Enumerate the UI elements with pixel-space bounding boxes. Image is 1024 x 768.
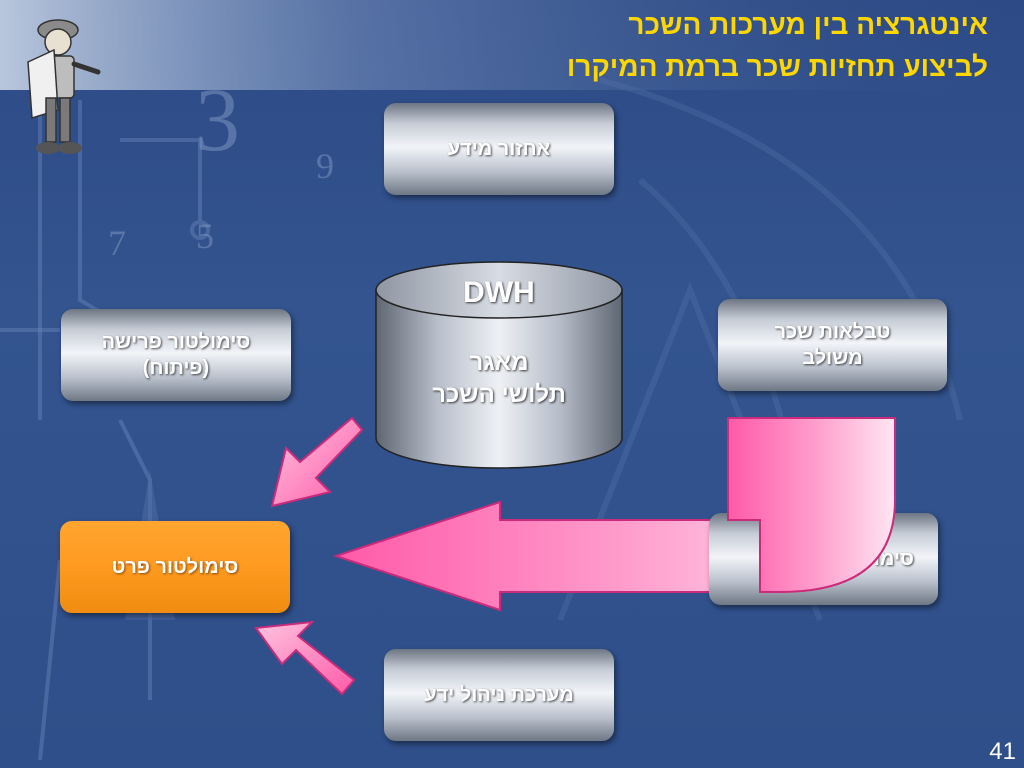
node-detail-simulator-label: סימולטור פרט xyxy=(111,556,239,578)
dwh-line-1: מאגר xyxy=(469,349,529,376)
dwh-database-cylinder: DWH מאגר תלושי השכר xyxy=(374,260,624,470)
node-retirement-simulator: סימולטור פרישה (פיתוח) xyxy=(61,309,291,401)
node-knowledge-management: מערכת ניהול ידע xyxy=(384,649,614,741)
node-info-retrieval-label: אחזור מידע xyxy=(447,138,551,160)
node-salary-tables-line-1: טבלאות שכר xyxy=(774,321,891,343)
cartoon-figure-icon xyxy=(27,19,101,154)
dwh-line-2: תלושי השכר xyxy=(432,381,566,408)
title-line-1: אינטגרציה בין מערכות השכר xyxy=(628,9,988,40)
node-salary-tables-line-2: משולב xyxy=(802,347,863,369)
node-knowledge-management-label: מערכת ניהול ידע xyxy=(424,684,574,706)
arrow-dwh-to-detail-sim xyxy=(270,416,364,508)
node-info-retrieval: אחזור מידע xyxy=(384,103,614,195)
node-right-simulator-label: סימולטור xyxy=(831,548,914,570)
title-line-2: לביצוע תחזיות שכר ברמת המיקרו xyxy=(566,51,988,82)
database-icon xyxy=(375,261,623,469)
arrow-knowledge-to-detail-sim xyxy=(254,620,356,696)
node-salary-tables: טבלאות שכר משולב xyxy=(718,299,947,391)
node-retirement-simulator-line-1: סימולטור פרישה xyxy=(101,331,251,353)
slide-title: אינטגרציה בין מערכות השכר לביצוע תחזיות … xyxy=(288,4,988,88)
node-detail-simulator: סימולטור פרט xyxy=(60,521,290,613)
dwh-label: DWH xyxy=(463,276,535,309)
node-retirement-simulator-line-2: (פיתוח) xyxy=(142,357,210,379)
node-right-simulator: סימולטור xyxy=(709,513,938,605)
page-number: 41 xyxy=(989,738,1016,765)
